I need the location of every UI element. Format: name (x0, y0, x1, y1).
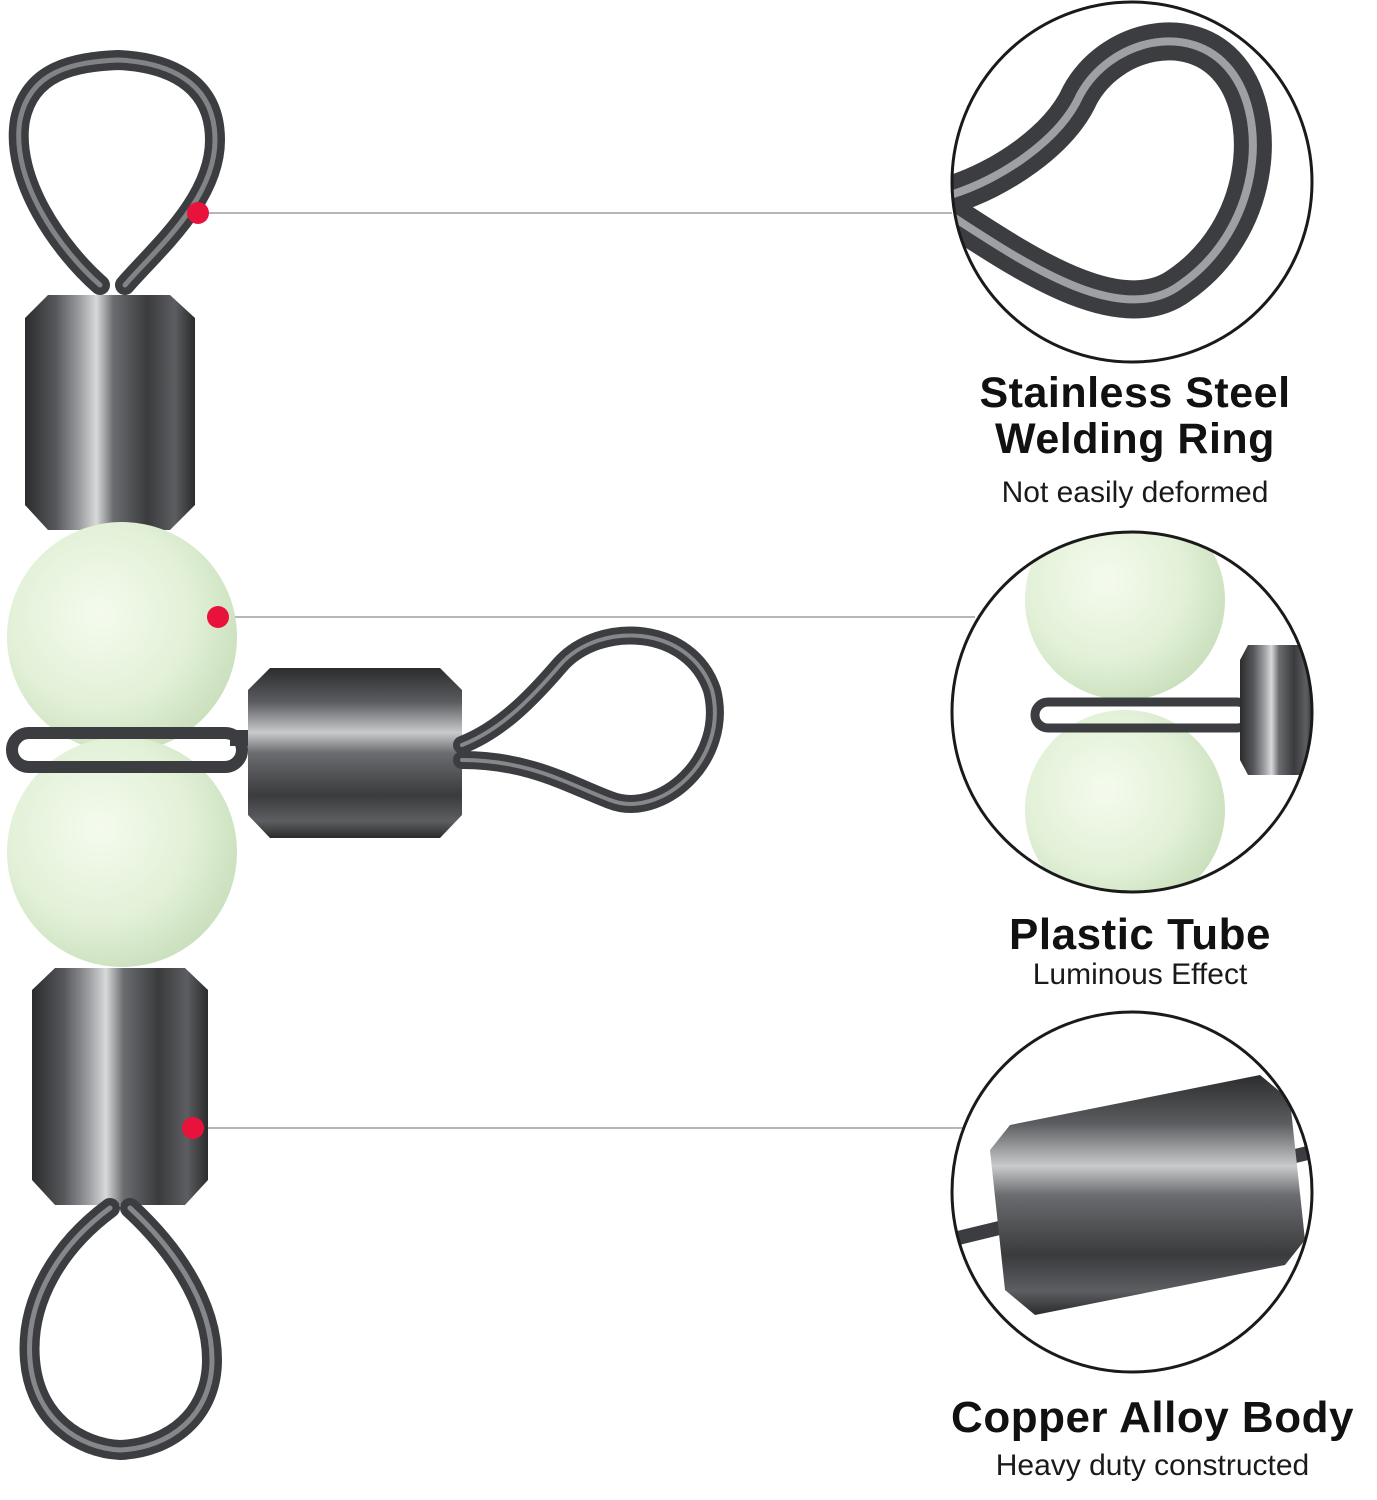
copper-barrel-closeup-icon (950, 1010, 1314, 1374)
luminous-beads (7, 522, 237, 967)
accent-dots (182, 202, 229, 1139)
welding-ring-closeup-icon (950, 0, 1314, 364)
bottom-welding-ring (19, 1198, 223, 1461)
feature-title: Plastic Tube (1009, 910, 1271, 959)
feature-subtitle: Not easily deformed (1001, 476, 1269, 509)
side-welding-ring (453, 626, 724, 813)
feature-title-line1: Stainless Steel (979, 369, 1291, 417)
side-barrel (248, 668, 462, 838)
feature-title: Copper Alloy Body (951, 1393, 1354, 1442)
feature-welding-ring: Stainless Steel Welding Ring Not easily … (930, 370, 1340, 510)
leader-lines (193, 212, 975, 1129)
bottom-barrel (32, 968, 208, 1205)
accent-dot-bead (207, 606, 229, 628)
top-barrel (25, 295, 195, 530)
feature-plastic-tube: Plastic Tube Luminous Effect (960, 912, 1320, 992)
top-welding-ring (8, 49, 226, 295)
feature-copper-body: Copper Alloy Body Heavy duty constructed (930, 1395, 1375, 1483)
feature-subtitle: Luminous Effect (1032, 958, 1248, 991)
luminous-bead-closeup-icon (950, 530, 1314, 894)
feature-title-line2: Welding Ring (995, 415, 1275, 463)
accent-dot-barrel (182, 1117, 204, 1139)
accent-dot-ring (187, 202, 209, 224)
feature-subtitle: Heavy duty constructed (995, 1449, 1310, 1482)
